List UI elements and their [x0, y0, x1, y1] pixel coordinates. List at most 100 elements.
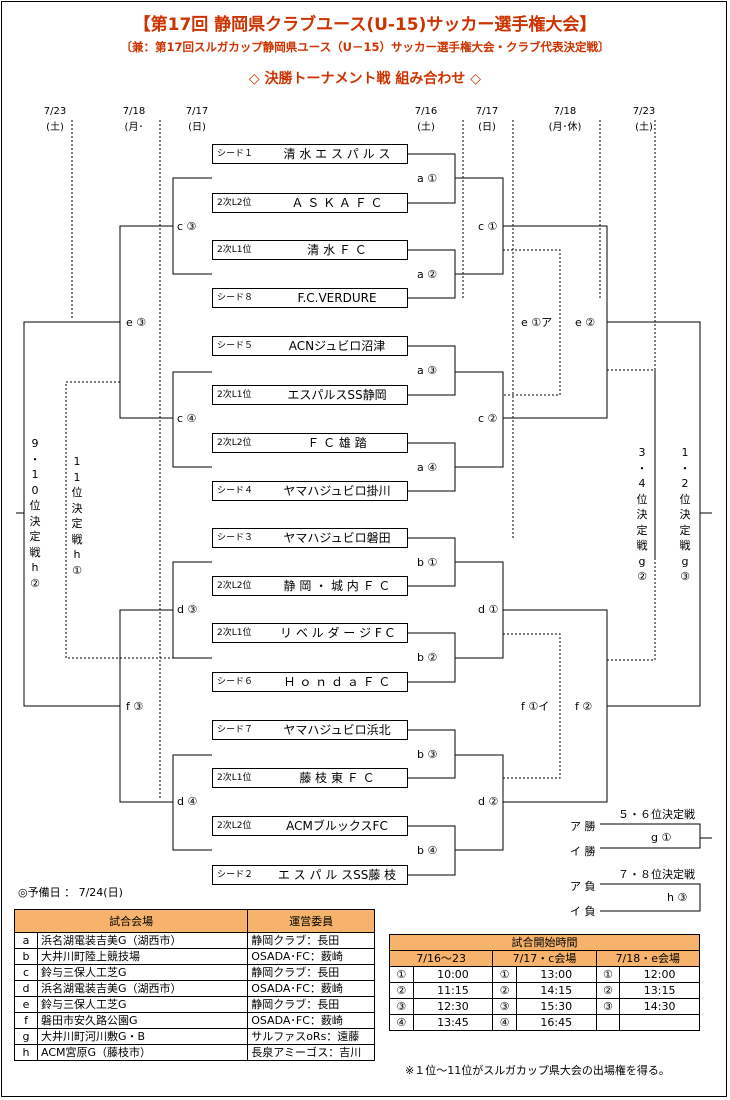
committee-name: 静岡クラブ：長田: [247, 996, 375, 1013]
reserve-day: ◎予備日 ： 7/24(日): [18, 886, 123, 899]
match-label: d ④: [176, 795, 199, 809]
match-label: a ①: [416, 172, 439, 186]
vertical-char: 1: [681, 446, 689, 459]
venue-name: ACM宮原G（藤枝市）: [36, 1044, 249, 1061]
venue-code: b: [14, 948, 38, 965]
venue-name: 大井川町河川敷G・B: [36, 1028, 249, 1045]
team-box: 2次L1位清 水 Ｆ Ｃ: [212, 240, 408, 260]
vertical-char: h: [73, 548, 81, 561]
slot-number: ②: [595, 982, 621, 999]
match-label: d ③: [176, 603, 199, 617]
vertical-char: ③: [680, 570, 690, 583]
slot-number: ③: [595, 998, 621, 1015]
start-time: 13:45: [412, 1014, 494, 1031]
slot-number: ②: [389, 982, 414, 999]
start-time: 12:30: [412, 998, 494, 1015]
date-column: 7/17(日): [185, 106, 209, 133]
time-col-header: 7/16～23: [388, 950, 494, 967]
vertical-char: 戦: [29, 545, 41, 559]
start-time-title: 試合開始時間: [389, 934, 700, 951]
match-label: b ①: [416, 556, 439, 570]
footnote: ※１位～11位がスルガカップ県大会の出場権を得る。: [405, 1064, 670, 1077]
place-match-entry: ア 勝: [570, 820, 596, 833]
match-label: d ①: [477, 603, 500, 617]
vertical-char: 2: [681, 477, 689, 490]
place-match-title: ５・６位決定戦: [618, 808, 695, 821]
vertical-char: 4: [638, 477, 646, 490]
match-label: e ②: [574, 316, 597, 330]
match-label: c ②: [477, 412, 499, 426]
date-column: 7/23(土): [43, 106, 67, 133]
date-column: 7/17(日): [475, 106, 499, 133]
date-column: 7/18(月･休): [548, 106, 582, 133]
committee-name: OSADA･FC：薮崎: [247, 980, 375, 997]
match-label: c ④: [176, 412, 198, 426]
venue-code: g: [14, 1028, 38, 1045]
match-label: a ③: [416, 364, 439, 378]
slot-number: ①: [595, 966, 621, 983]
date-column: 7/18(月･: [122, 106, 146, 133]
venue-name: 鈴与三保人工芝G: [36, 996, 249, 1013]
start-time: 13:00: [515, 966, 597, 983]
slot-number: ③: [389, 998, 414, 1015]
vertical-char: 決: [29, 514, 41, 528]
start-time: 14:15: [515, 982, 597, 999]
committee-name: OSADA･FC：薮崎: [247, 1012, 375, 1029]
vertical-char: 0: [31, 483, 39, 497]
venue-name: 浜名湖電装吉美G（湖西市）: [36, 980, 249, 997]
vertical-char: 戦: [636, 539, 648, 552]
committee-header: 運営委員: [247, 909, 375, 933]
match-label: g ①: [650, 831, 673, 845]
vertical-char: 位: [679, 492, 691, 506]
vertical-char: 9: [31, 437, 39, 450]
venue-code: d: [14, 980, 38, 997]
vertical-char: 決: [71, 501, 83, 515]
venue-header: 試合会場: [13, 909, 249, 933]
match-label: d ②: [477, 795, 500, 809]
vertical-char: g: [638, 554, 646, 568]
slot-number: ④: [492, 1014, 517, 1031]
vertical-char: 位: [636, 492, 648, 506]
place-match-entry: イ 勝: [570, 845, 596, 858]
venue-name: 磐田市安久路公園G: [36, 1012, 249, 1029]
venue-code: a: [14, 932, 38, 949]
match-label: h ③: [666, 891, 689, 905]
vertical-char: 戦: [71, 532, 83, 546]
slot-number: [595, 1014, 621, 1031]
vertical-char: 1: [73, 455, 81, 468]
vertical-char: 定: [29, 530, 41, 543]
venue-code: c: [14, 964, 38, 981]
vertical-char: ①: [72, 563, 82, 577]
vertical-char: 1: [31, 468, 39, 481]
match-label: a ②: [416, 268, 439, 282]
venue-code: h: [14, 1044, 38, 1061]
vertical-char: ②: [637, 570, 647, 583]
team-box: 2次L1位リ ベ ル ダ ー ジ F C: [212, 623, 408, 643]
match-label: b ③: [416, 748, 439, 762]
vertical-char: 位: [29, 499, 41, 512]
vertical-char: 定: [636, 523, 648, 537]
venue-name: 大井川町陸上競技場: [36, 948, 249, 965]
committee-name: 静岡クラブ：長田: [247, 932, 375, 949]
vertical-char: 戦: [679, 539, 691, 552]
team-box: 2次L2位静 岡 ・ 城 内 Ｆ Ｃ: [212, 576, 408, 596]
